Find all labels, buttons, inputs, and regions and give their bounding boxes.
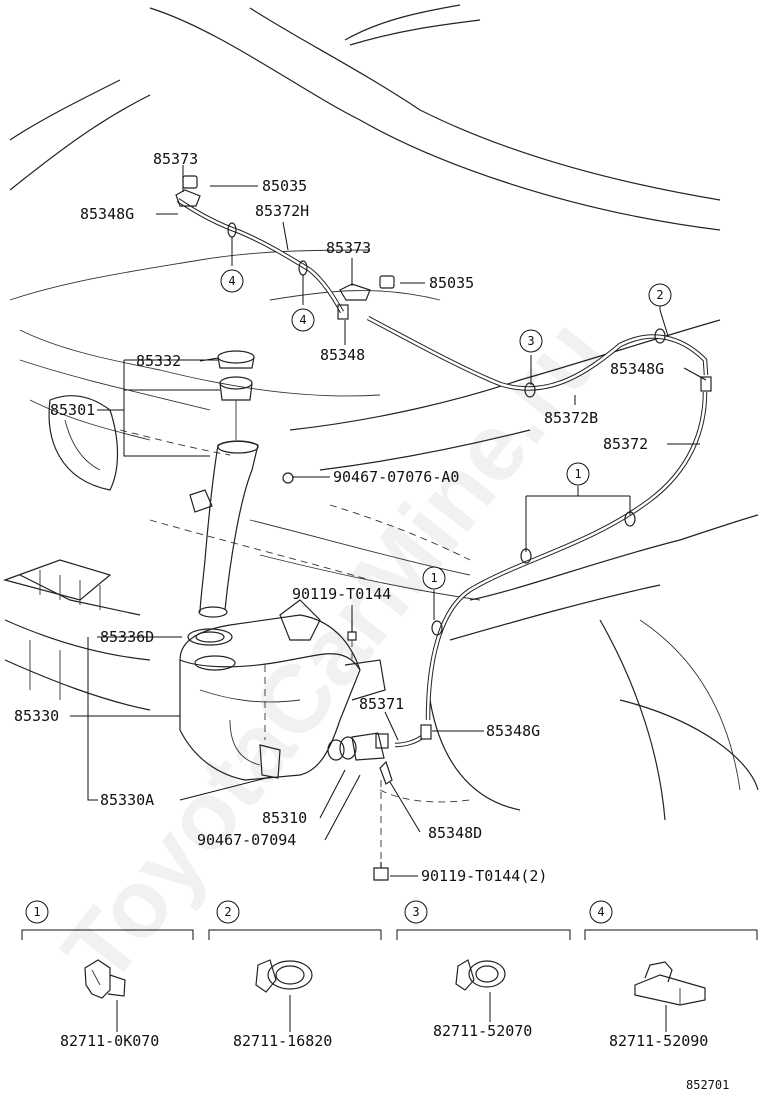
label-85035-lower: 85035 <box>429 274 474 292</box>
clip-3-number: 3 <box>412 905 419 919</box>
label-85373-upper: 85373 <box>153 150 198 168</box>
leader-lines <box>70 165 707 877</box>
washer-pump <box>327 732 393 785</box>
callout-circles: 4 4 3 2 1 1 <box>220 269 672 590</box>
washer-reservoir <box>179 599 386 781</box>
label-90119-T0144-lower: 90119-T0144(2) <box>421 867 547 885</box>
callout-2: 2 <box>656 288 663 302</box>
watermark: ToyotaCarMine.ru <box>42 300 624 1003</box>
label-85336D: 85336D <box>100 628 154 646</box>
label-85348G-upper: 85348G <box>80 205 134 223</box>
label-85348G-right: 85348G <box>610 360 664 378</box>
label-85348D: 85348D <box>428 824 482 842</box>
clip-1-number: 1 <box>33 905 40 919</box>
filler-neck-assembly <box>187 350 294 646</box>
clip-3-part: 82711-52070 <box>433 1022 532 1040</box>
label-85348G-lower: 85348G <box>486 722 540 740</box>
clip-legend-4: 4 82711-52090 <box>584 900 758 1050</box>
label-90467-07094: 90467-07094 <box>197 831 296 849</box>
clip-legend-3: 3 82711-52070 <box>396 900 571 1040</box>
label-85035-upper: 85035 <box>262 177 307 195</box>
label-85330A: 85330A <box>100 791 154 809</box>
bolts <box>347 620 389 881</box>
callout-3: 3 <box>527 334 534 348</box>
clip-2-part: 82711-16820 <box>233 1032 332 1050</box>
label-85348: 85348 <box>320 346 365 364</box>
label-85371: 85371 <box>359 695 404 713</box>
callout-4b: 4 <box>299 313 306 327</box>
label-85372: 85372 <box>603 435 648 453</box>
clip-legend-1: 1 82711-0K070 <box>21 900 194 1050</box>
washer-nozzles <box>175 175 712 740</box>
label-85310: 85310 <box>262 809 307 827</box>
label-85372H: 85372H <box>255 202 309 220</box>
callout-1a: 1 <box>574 467 581 481</box>
label-85332: 85332 <box>136 352 181 370</box>
clip-4-part: 82711-52090 <box>609 1032 708 1050</box>
part-labels: 85373 85035 85348G 85372H 85373 85035 85… <box>14 150 664 885</box>
clip-legend-2: 2 82711-16820 <box>208 900 382 1050</box>
label-85330: 85330 <box>14 707 59 725</box>
label-90119-T0144-upper: 90119-T0144 <box>292 585 391 603</box>
clip-1-part: 82711-0K070 <box>60 1032 159 1050</box>
callout-1b: 1 <box>430 571 437 585</box>
clip-legend: 1 82711-0K070 2 82711-16820 3 <box>21 900 758 1050</box>
figure-id: 852701 <box>686 1078 729 1092</box>
vehicle-body-outline <box>3 4 759 821</box>
clip-4-number: 4 <box>597 905 604 919</box>
label-85372B: 85372B <box>544 409 598 427</box>
label-85373-lower: 85373 <box>326 239 371 257</box>
label-90467-07076-A0: 90467-07076-A0 <box>333 468 459 486</box>
callout-4a: 4 <box>228 274 235 288</box>
label-85301: 85301 <box>50 401 95 419</box>
clip-2-number: 2 <box>224 905 231 919</box>
